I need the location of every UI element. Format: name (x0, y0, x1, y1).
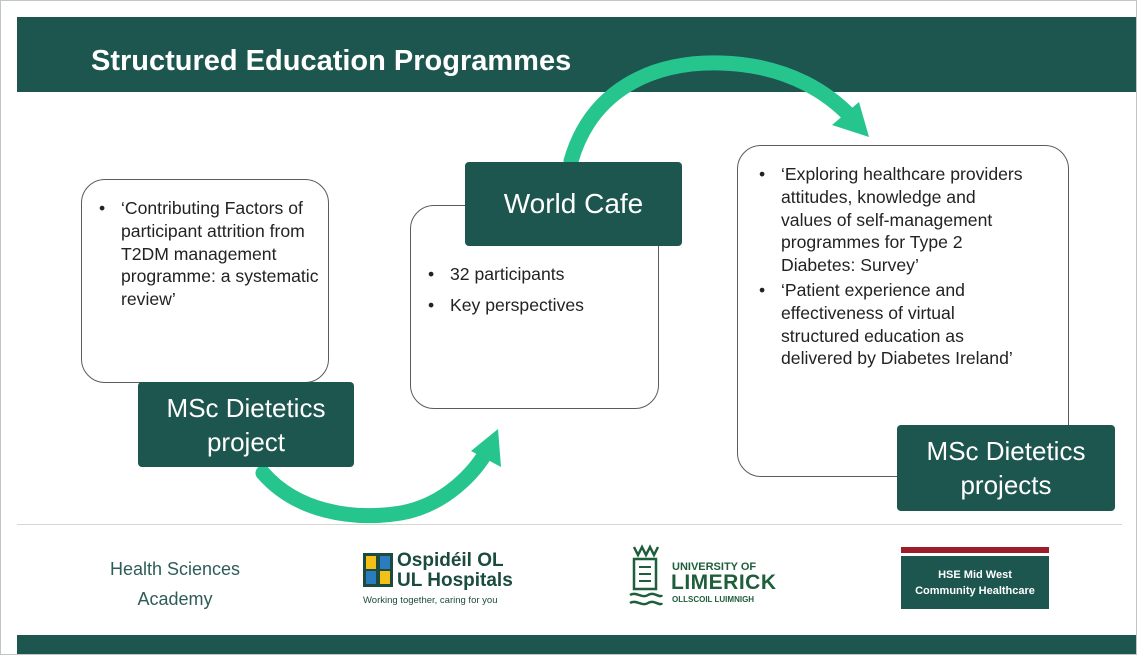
university-of-limerick-logo: UNIVERSITY OF LIMERICK OLLSCOIL LUIMNIGH (626, 543, 776, 609)
footer-divider (17, 524, 1122, 525)
ul-hospitals-tagline: Working together, caring for you (363, 595, 498, 606)
msc-project-label: MSc Dietetics project (138, 382, 354, 467)
hse-stripe (901, 547, 1049, 553)
ul-hospitals-logo: Ospidéil OL UL Hospitals Working togethe… (363, 550, 533, 615)
limerick-line2: LIMERICK (671, 571, 777, 594)
msc-projects-label: MSc Dietetics projects (897, 425, 1115, 511)
limerick-line1: UNIVERSITY OF (672, 561, 757, 573)
limerick-line3: OLLSCOIL LUIMNIGH (672, 595, 755, 604)
health-sciences-academy: Health Sciences Academy (109, 559, 241, 609)
arrow-top-head (832, 102, 869, 137)
right-projects-list: ‘Exploring healthcare providers attitude… (759, 163, 1029, 372)
list-item: 32 participants (428, 263, 648, 286)
limerick-crest-icon (629, 544, 664, 606)
arrow-bottom-head (471, 429, 501, 467)
arrow-bottom-curve (255, 441, 496, 524)
hse-text: HSE Mid West Community Healthcare (901, 556, 1049, 609)
list-item: Key perspectives (428, 294, 648, 317)
label-text: MSc Dietetics projects (926, 436, 1086, 500)
label-text: MSc Dietetics project (166, 392, 326, 457)
title-bar (17, 17, 1136, 92)
hse-mid-west-logo: HSE Mid West Community Healthcare (901, 547, 1049, 609)
slide-title: Structured Education Programmes (91, 45, 572, 77)
left-project-list: ‘Contributing Factors of participant att… (99, 197, 319, 311)
bottom-bar (17, 635, 1136, 654)
ul-hospitals-icon (363, 553, 393, 587)
list-item: ‘Patient experience and effectiveness of… (759, 279, 1029, 370)
arrow-top-curve (563, 55, 859, 169)
label-text: World Cafe (503, 188, 644, 219)
world-cafe-list: 32 participants Key perspectives (428, 263, 648, 325)
list-item: ‘Contributing Factors of participant att… (99, 197, 319, 311)
world-cafe-label: World Cafe (465, 162, 682, 246)
ul-hospitals-name: Ospidéil OL UL Hospitals (397, 550, 513, 591)
list-item: ‘Exploring healthcare providers attitude… (759, 163, 1029, 277)
